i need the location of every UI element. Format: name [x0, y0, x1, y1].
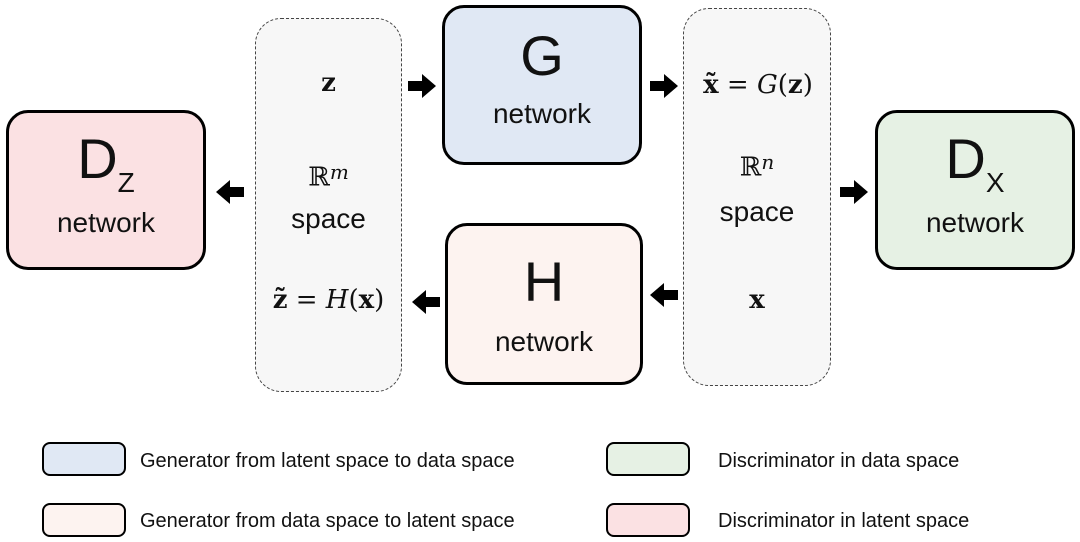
data-x-symbol: x	[749, 285, 765, 315]
legend-text-dx: Discriminator in data space	[718, 450, 960, 472]
legend-text-h: Generator from data space to latent spac…	[140, 510, 515, 532]
legend-swatch-h	[42, 503, 126, 537]
arrow-latent-to-g-icon	[408, 74, 436, 98]
data-equation: x̃ = G(z)	[703, 70, 813, 100]
dz-label: network	[56, 207, 156, 238]
dz-title: DZ	[77, 127, 135, 199]
dx-network-box: DX network	[875, 110, 1075, 270]
g-label: network	[492, 98, 592, 129]
g-network-box: G network	[442, 5, 642, 165]
dx-label: network	[925, 207, 1025, 238]
arrow-latent-to-dz-icon	[216, 180, 244, 204]
latent-set-symbol: ℝm	[308, 160, 349, 193]
data-space-panel	[683, 8, 831, 386]
h-letter: H	[523, 250, 565, 313]
data-set-symbol: ℝn	[739, 150, 775, 183]
arrow-data-to-dx-icon	[840, 180, 868, 204]
g-letter: G	[520, 24, 564, 87]
legend-swatch-g	[42, 442, 126, 476]
arrow-data-to-h-icon	[650, 283, 678, 307]
legend-text-g: Generator from latent space to data spac…	[140, 450, 515, 472]
data-space-label: space	[719, 196, 795, 227]
legend-swatch-dz	[606, 503, 690, 537]
latent-equation: z̃ = H(x)	[272, 285, 385, 315]
latent-z-symbol: z	[321, 68, 336, 98]
h-label: network	[494, 326, 594, 357]
dx-title: DX	[945, 127, 1005, 199]
h-network-box: H network	[445, 223, 643, 385]
legend-swatch-dx	[606, 442, 690, 476]
latent-space-panel	[255, 18, 402, 392]
arrow-h-to-latent-icon	[412, 290, 440, 314]
latent-space-label: space	[291, 203, 366, 234]
dz-network-box: DZ network	[6, 110, 206, 270]
arrow-g-to-data-icon	[650, 74, 678, 98]
legend-text-dz: Discriminator in latent space	[718, 510, 970, 532]
